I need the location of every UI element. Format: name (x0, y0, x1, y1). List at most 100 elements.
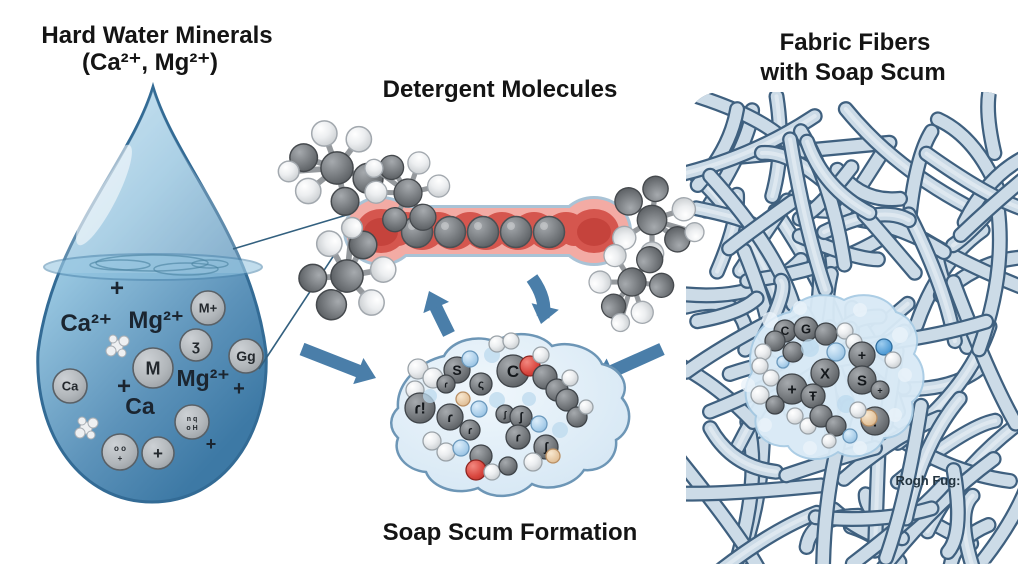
scum-sphere (502, 332, 520, 350)
scum-bubble (803, 441, 817, 455)
mineral-particle-label: ʒ (192, 337, 200, 354)
mineral-particle-label: o H (186, 425, 197, 432)
arrow-droplet-to-scum (299, 342, 376, 385)
scum-sphere (555, 388, 579, 412)
scum-sphere (821, 433, 837, 449)
mineral-particle: Gg (228, 338, 264, 374)
droplet-ion-label: Ca (125, 393, 155, 419)
scum-sphere (782, 341, 804, 363)
soap-scum-caption: Soap Scum Formation (383, 519, 638, 546)
scum-sphere-glyph: ɾ (447, 409, 453, 425)
scum-sphere (505, 424, 531, 450)
scum-sphere-glyph: + (877, 385, 882, 395)
droplet-ion-label: + (110, 275, 124, 302)
scum-sphere (561, 369, 579, 387)
droplet-ion-label: + (206, 434, 217, 454)
mineral-particle-label: o o (114, 444, 126, 453)
scum-bubble (888, 408, 902, 422)
scum-sphere (847, 365, 877, 395)
scum-sphere (786, 407, 804, 425)
scum-sphere (522, 392, 536, 406)
tail-bead (499, 215, 533, 249)
scum-sphere (465, 459, 487, 481)
scum-sphere (801, 339, 819, 357)
tail-bead (532, 215, 566, 249)
mineral-particle-label: Gg (236, 348, 255, 364)
fabric-fibers-section: CG+XS++Ŧ! Rogh Fug: (686, 92, 1018, 564)
scum-bubble (898, 368, 912, 382)
scum-sphere (461, 350, 479, 368)
scum-sphere (754, 343, 772, 361)
water-ripple (191, 259, 229, 269)
scum-sphere-glyph: ʃ (543, 440, 549, 455)
scum-sphere-glyph: Ŧ (809, 389, 817, 404)
scum-sphere-glyph: ɾ (468, 425, 473, 437)
scum-sphere (578, 399, 594, 415)
scum-bubble (892, 327, 908, 343)
molecule-cluster (364, 151, 451, 233)
scum-sphere (469, 372, 493, 396)
scum-sphere (810, 358, 840, 388)
scum-sphere (826, 342, 846, 362)
scum-sphere-glyph: X (820, 365, 830, 382)
scum-sphere (498, 456, 518, 476)
scum-sphere (532, 346, 550, 364)
mineral-particle: Ca (52, 368, 88, 404)
detergent-tail-tube (343, 196, 632, 266)
scum-sphere-glyph: ς (478, 377, 484, 391)
scum-sphere (825, 415, 847, 437)
mineral-particle-label: n q (187, 416, 198, 423)
scum-sphere-glyph: C (507, 362, 519, 381)
mineral-particle-label: M+ (199, 301, 218, 316)
scum-bubble (762, 312, 778, 328)
scum-sphere (422, 431, 442, 451)
fiber-scum-cluster: CG+XS++Ŧ! (741, 294, 925, 461)
scum-sphere-glyph: ʃ (503, 409, 508, 419)
mineral-particle-label: Ca (62, 379, 79, 394)
hard-water-title-line2: (Ca²⁺, Mg²⁺) (82, 49, 218, 76)
scum-sphere (436, 374, 456, 394)
mineral-particle-label: + (118, 454, 123, 463)
mineral-particle: M+ (190, 290, 226, 326)
tail-bead (433, 215, 467, 249)
droplet-ion-label: Mg²⁺ (128, 307, 183, 334)
water-ripple (95, 254, 209, 272)
mineral-particle: ʒ (179, 328, 213, 362)
detergent-title: Detergent Molecules (383, 76, 618, 103)
scum-sphere (523, 452, 543, 472)
scum-sphere (750, 385, 770, 405)
scum-sphere-glyph: + (858, 347, 866, 363)
mineral-particle-label: M (146, 358, 161, 378)
hard-water-title-line1: Hard Water Minerals (41, 22, 272, 49)
arrow-scum-to-detergent-head (423, 291, 450, 314)
scum-sphere-glyph: ʃ (518, 410, 524, 424)
scum-sphere (762, 369, 780, 387)
mineral-crystal (74, 416, 99, 440)
scum-sphere (842, 428, 858, 444)
droplet-ion-label: + (117, 373, 131, 400)
scum-sphere (459, 419, 481, 441)
scum-sphere (849, 401, 867, 419)
mineral-particle: + (141, 436, 175, 470)
scum-sphere (530, 415, 548, 433)
droplet-highlight (76, 144, 132, 246)
scum-sphere-glyph: S (452, 362, 461, 378)
scum-sphere (452, 439, 470, 457)
scum-sphere-glyph: C (781, 324, 790, 338)
scum-sphere (552, 422, 568, 438)
scum-sphere-glyph: ɾ (444, 379, 448, 389)
callout-line (258, 242, 343, 370)
scum-sphere (545, 448, 561, 464)
droplet-ion-label: Ca²⁺ (60, 310, 111, 337)
arrow-detergent-to-scum-head (531, 303, 559, 324)
scum-sphere (436, 403, 464, 431)
scum-sphere-glyph: G (801, 322, 811, 337)
scum-sphere (814, 322, 838, 346)
scum-sphere (470, 400, 488, 418)
water-surface (43, 253, 263, 281)
scum-sphere (489, 392, 505, 408)
